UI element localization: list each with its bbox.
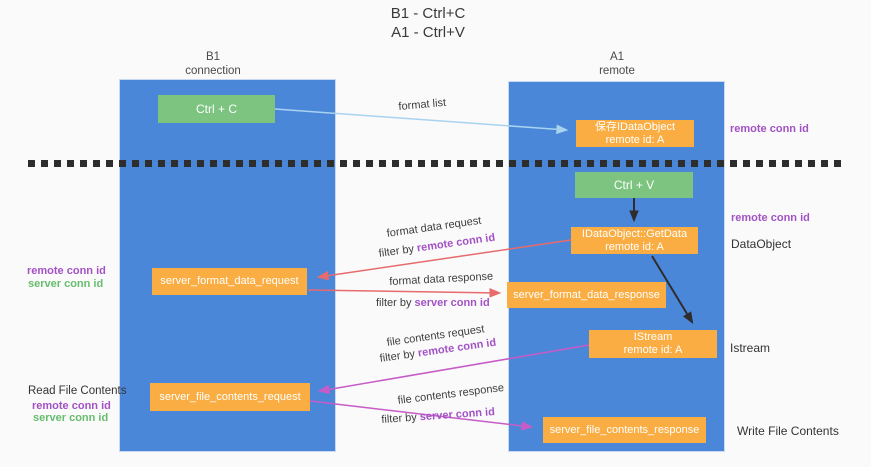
column-header-b1: B1 connection [185, 50, 241, 78]
filter-server-conn-id-2: server conn id [419, 406, 496, 424]
filter-prefix-3: filter by [379, 347, 419, 365]
column-a1-name: A1 [609, 51, 625, 63]
node-server-format-data-response[interactable]: server_format_data_response [507, 282, 666, 308]
node-save-idataobject[interactable]: 保存IDataObject remote id: A [576, 120, 694, 147]
column-b1-subtitle: connection [185, 65, 241, 77]
flow-label-filter-server-2: filter by server conn id [381, 406, 495, 426]
column-header-a1: A1 remote [599, 50, 635, 78]
label-dataobject: DataObject [731, 237, 792, 251]
node-getdata-line1: IDataObject::GetData [581, 227, 688, 240]
label-istream: Istream [730, 341, 771, 355]
node-ctrl-v-label: Ctrl + V [613, 178, 655, 192]
label-server-conn-id-bottom-left: server conn id [33, 412, 109, 424]
title-line-2: A1 - Ctrl+V [391, 24, 465, 41]
arrow-format-data-response [307, 288, 502, 298]
node-server-format-data-request[interactable]: server_format_data_request [152, 268, 307, 295]
phase-separator-dashed-line [28, 160, 843, 167]
flow-label-file-contents-response: file contents response [397, 381, 505, 407]
node-istream-line2: remote id: A [623, 344, 683, 356]
node-format-request-label: server_format_data_request [160, 275, 299, 287]
label-remote-conn-id-mid-right: remote conn id [731, 212, 810, 224]
filter-prefix-2: filter by [376, 297, 415, 309]
filter-prefix-4: filter by [381, 411, 421, 426]
node-ctrl-v[interactable]: Ctrl + V [575, 172, 693, 198]
node-istream-line1: IStream [633, 331, 673, 343]
node-file-request-label: server_file_contents_request [159, 390, 301, 403]
node-getdata-line2: remote id: A [605, 240, 664, 253]
filter-server-conn-id-1: server conn id [414, 297, 490, 309]
filter-prefix-1: filter by [378, 242, 418, 260]
label-write-file-contents: Write File Contents [737, 424, 839, 438]
title-line-1: B1 - Ctrl+C [390, 5, 466, 22]
label-remote-conn-id-bottom-left: remote conn id [32, 400, 111, 412]
filter-remote-conn-id-1: remote conn id [416, 231, 496, 255]
node-idataobject-getdata[interactable]: IDataObject::GetData remote id: A [571, 227, 698, 254]
column-a1-subtitle: remote [599, 65, 635, 77]
node-save-idataobject-line2: remote id: A [605, 133, 665, 146]
node-ctrl-c-label: Ctrl + C [195, 102, 237, 116]
node-ctrl-c[interactable]: Ctrl + C [158, 95, 275, 123]
label-remote-conn-id-top-right: remote conn id [730, 123, 809, 135]
node-server-file-contents-request[interactable]: server_file_contents_request [150, 383, 310, 411]
node-format-response-label: server_format_data_response [513, 288, 660, 301]
label-read-file-contents: Read File Contents [28, 385, 127, 397]
node-server-file-contents-response[interactable]: server_file_contents_response [543, 417, 706, 443]
label-server-conn-id-mid-left: server conn id [28, 278, 104, 290]
flow-label-format-list: format list [398, 96, 447, 113]
diagram-title: B1 - Ctrl+C A1 - Ctrl+V [391, 4, 466, 42]
node-save-idataobject-line1: 保存IDataObject [594, 120, 676, 133]
node-istream[interactable]: IStream remote id: A [589, 330, 717, 358]
column-b1-name: B1 [205, 51, 221, 63]
flow-label-format-data-response: format data response [389, 270, 494, 288]
label-remote-conn-id-mid-left: remote conn id [27, 265, 106, 277]
flow-label-filter-server-1: filter by server conn id [376, 297, 490, 309]
node-file-response-label: server_file_contents_response [549, 423, 700, 436]
